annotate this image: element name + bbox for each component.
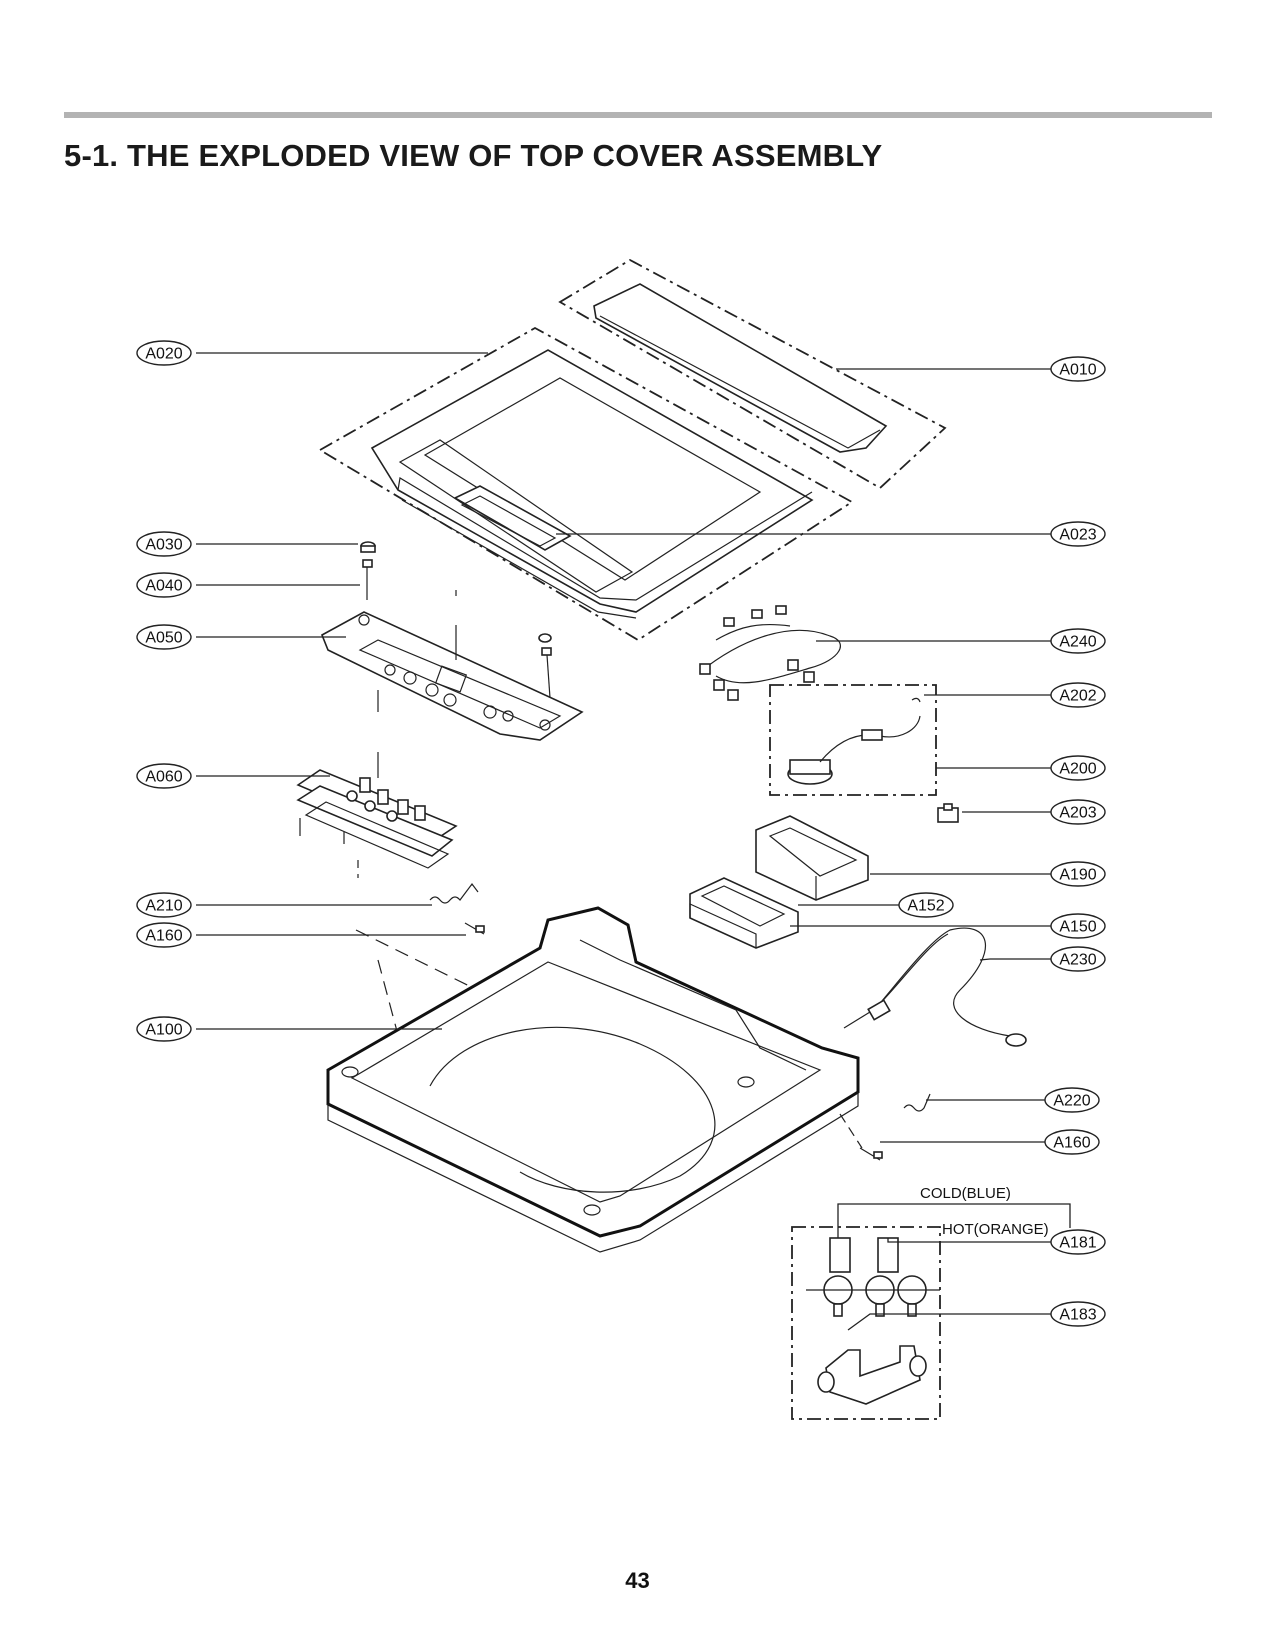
callout-label: A040	[145, 578, 182, 595]
callout-bubble	[1050, 1301, 1106, 1327]
callout-a020: A020	[136, 340, 192, 366]
callout-label: A210	[145, 898, 182, 915]
callout-label: A023	[1059, 527, 1096, 544]
callout-a152: A152	[898, 892, 954, 918]
callout-bubble	[1050, 1229, 1106, 1255]
top-cover-base	[326, 906, 860, 1253]
callout-bubble	[136, 531, 192, 557]
pressure-switch-group-box	[769, 684, 937, 796]
lid-spring	[429, 883, 479, 904]
lid-dispenser-cup	[453, 485, 572, 551]
callout-a060: A060	[136, 763, 192, 789]
callout-label: A202	[1059, 688, 1096, 705]
lid-switch	[937, 803, 959, 823]
callout-bubble	[1050, 755, 1106, 781]
callout-a010: A010	[1050, 356, 1106, 382]
callout-a210: A210	[136, 892, 192, 918]
callout-bubble	[136, 1016, 192, 1042]
callout-bubble	[1050, 861, 1106, 887]
callout-label: A203	[1059, 805, 1096, 822]
pressure-switch	[787, 697, 921, 785]
page-number: 43	[625, 1568, 650, 1593]
inlet-valve	[806, 1237, 940, 1317]
callout-bubble	[136, 763, 192, 789]
callout-bubble	[1050, 682, 1106, 708]
screw	[362, 559, 552, 699]
callout-bubble	[1050, 799, 1106, 825]
hinge-spring-right	[903, 1093, 931, 1112]
callout-a050: A050	[136, 624, 192, 650]
callout-label: A190	[1059, 867, 1096, 884]
callout-a230: A230	[1050, 946, 1106, 972]
cold-blue-note: COLD(BLUE)	[920, 1185, 1011, 1202]
callout-bubble	[1044, 1087, 1100, 1113]
callout-label: A150	[1059, 919, 1096, 936]
callout-a160: A160	[1044, 1129, 1100, 1155]
dispenser-housing	[755, 815, 869, 901]
callout-label: A240	[1059, 634, 1096, 651]
hot-orange-note: HOT(ORANGE)	[942, 1221, 1049, 1238]
callout-a181: A181	[1050, 1229, 1106, 1255]
callout-a100: A100	[136, 1016, 192, 1042]
control-panel	[320, 611, 584, 741]
callout-label: A010	[1059, 362, 1096, 379]
header-rule	[64, 112, 1212, 118]
cover-group-box	[558, 258, 947, 490]
callout-label: A152	[907, 898, 944, 915]
callout-label: A220	[1053, 1093, 1090, 1110]
callout-a190: A190	[1050, 861, 1106, 887]
callout-a040: A040	[136, 572, 192, 598]
callout-label: A020	[145, 346, 182, 363]
callout-label: A230	[1059, 952, 1096, 969]
callout-bubble	[136, 624, 192, 650]
wire-harness	[699, 605, 841, 701]
dispenser-drawer	[689, 877, 799, 949]
top-cover-strip	[593, 283, 888, 453]
callout-a150: A150	[1050, 913, 1106, 939]
callout-label: A181	[1059, 1235, 1096, 1252]
callout-a200: A200	[1050, 755, 1106, 781]
callout-bubble	[136, 892, 192, 918]
hinge-pin-left	[464, 922, 485, 935]
valve-group-box	[791, 1226, 941, 1420]
callout-a023: A023	[1050, 521, 1106, 547]
callout-label: A060	[145, 769, 182, 786]
callout-bubble	[1050, 521, 1106, 547]
callout-a202: A202	[1050, 682, 1106, 708]
callout-label: A050	[145, 630, 182, 647]
callout-bubble	[1050, 356, 1106, 382]
callout-bubble	[1050, 946, 1106, 972]
hinge-pin-right	[859, 1147, 883, 1161]
power-cord	[843, 927, 1027, 1047]
callout-label: A200	[1059, 761, 1096, 778]
callout-a220: A220	[1044, 1087, 1100, 1113]
callout-bubble	[136, 340, 192, 366]
callout-label: A030	[145, 537, 182, 554]
callout-a160: A160	[136, 922, 192, 948]
callout-a240: A240	[1050, 628, 1106, 654]
callout-label: A160	[1053, 1135, 1090, 1152]
callout-bubble	[1050, 628, 1106, 654]
callout-label: A183	[1059, 1307, 1096, 1324]
valve-hose	[817, 1345, 927, 1405]
callout-label: A160	[145, 928, 182, 945]
lid-group-box	[318, 326, 854, 642]
callout-bubble	[136, 572, 192, 598]
callout-bubble	[1050, 913, 1106, 939]
callout-a203: A203	[1050, 799, 1106, 825]
screw-cap	[360, 541, 376, 553]
pcb-assembly	[296, 752, 458, 869]
page-title: 5-1. THE EXPLODED VIEW OF TOP COVER ASSE…	[64, 138, 883, 173]
callout-a030: A030	[136, 531, 192, 557]
callout-bubble	[136, 922, 192, 948]
callout-a183: A183	[1050, 1301, 1106, 1327]
callout-bubble	[1044, 1129, 1100, 1155]
callout-label: A100	[145, 1022, 182, 1039]
callout-bubble	[898, 892, 954, 918]
